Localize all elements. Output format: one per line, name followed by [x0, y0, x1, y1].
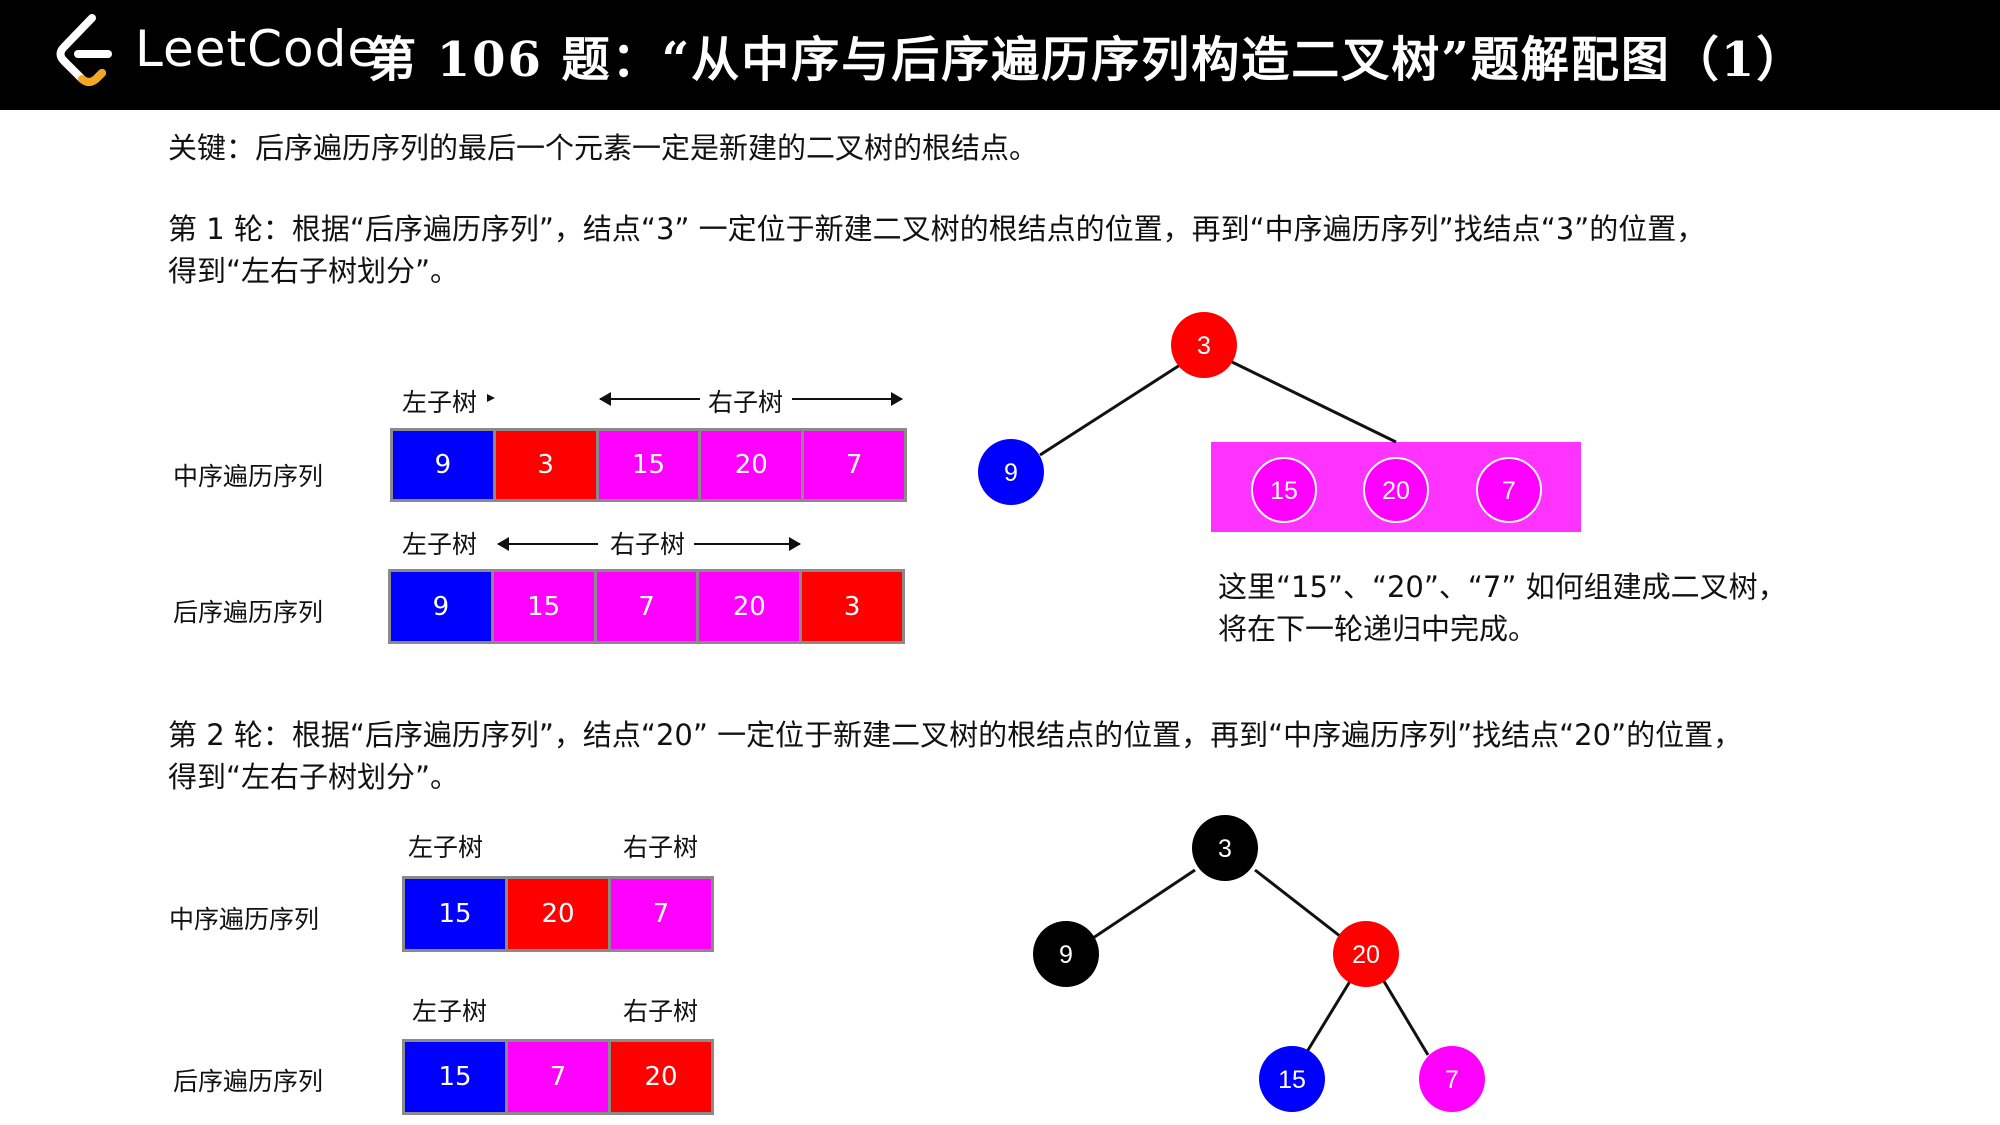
array-cell: 7: [508, 1042, 608, 1112]
r2-node-root: 3: [1192, 815, 1258, 881]
r2-node-right: 20: [1333, 921, 1399, 987]
r2-postorder-label: 后序遍历序列: [173, 1067, 324, 1096]
svg-text:3: 3: [1218, 835, 1232, 863]
r1-inorder-right-arrow-left: [599, 392, 700, 406]
r2-node-right-right: 7: [1419, 1046, 1485, 1112]
r1-pending-node: 15: [1251, 457, 1317, 523]
r1-inorder-right-arrow-right: [792, 392, 903, 406]
svg-text:20: 20: [1352, 941, 1380, 969]
array-cell: 20: [701, 431, 802, 499]
r2-postorder-right-label: 右子树: [623, 997, 699, 1026]
r1-edge-root-right: [1231, 360, 1397, 444]
r1-note-line2: 将在下一轮递归中完成。: [1218, 612, 1538, 646]
svg-text:7: 7: [1445, 1066, 1459, 1094]
r2-edge-20-15: [1303, 977, 1354, 1056]
r1-edge-root-left: [1039, 363, 1181, 457]
svg-text:9: 9: [1059, 941, 1073, 969]
leetcode-logo-icon: [56, 14, 112, 86]
page-title: 第 106 题：“从中序与后序遍历序列构造二叉树”题解配图（1）: [368, 32, 1807, 88]
r1-postorder-right-arrow-left: [497, 537, 598, 551]
array-cell: 7: [611, 879, 711, 949]
key-note: 关键：后序遍历序列的最后一个元素一定是新建的二叉树的根结点。: [168, 131, 1039, 165]
array-cell: 3: [802, 572, 902, 641]
round1-desc-line2: 得到“左右子树划分”。: [168, 254, 460, 288]
svg-text:20: 20: [1382, 477, 1410, 505]
r1-node-root: 3: [1171, 312, 1237, 378]
array-cell: 9: [391, 572, 491, 641]
array-cell: 20: [699, 572, 800, 641]
svg-text:15: 15: [1270, 477, 1298, 505]
r1-node-left: 9: [978, 439, 1044, 505]
svg-text:3: 3: [1197, 332, 1211, 360]
r2-node-right-left: 15: [1259, 1046, 1325, 1112]
r2-inorder-right-label: 右子树: [623, 833, 699, 862]
array-cell: 15: [598, 431, 699, 499]
r2-inorder-label: 中序遍历序列: [169, 905, 320, 934]
round2-description: 第 2 轮：根据“后序遍历序列”，结点“20” 一定位于新建二叉树的根结点的位置…: [168, 714, 1742, 798]
array-cell: 3: [495, 431, 596, 499]
svg-text:9: 9: [1004, 459, 1018, 487]
array-cell: 7: [804, 431, 904, 499]
r2-edge-20-7: [1380, 977, 1430, 1056]
r2-postorder-array: 15 7 20: [402, 1039, 714, 1115]
r1-postorder-right-label: 右子树: [610, 530, 686, 559]
r1-inorder-label: 中序遍历序列: [173, 462, 324, 491]
r2-inorder-array: 15 20 7: [402, 876, 714, 952]
r1-inorder-array: 9 3 15 20 7: [390, 428, 907, 502]
r2-postorder-left-label: 左子树: [412, 997, 488, 1026]
r1-postorder-label: 后序遍历序列: [173, 598, 324, 627]
array-cell: 15: [493, 572, 594, 641]
r1-inorder-left-label: 左子树: [402, 388, 478, 417]
round2-desc-line2: 得到“左右子树划分”。: [168, 760, 460, 794]
array-cell: 20: [611, 1042, 711, 1112]
brand-name: LeetCode: [135, 20, 380, 78]
r1-postorder-left-label: 左子树: [402, 530, 478, 559]
r1-inorder-right-label: 右子树: [708, 388, 784, 417]
r1-inorder-left-arrowhead: [487, 394, 495, 402]
r2-inorder-left-label: 左子树: [408, 833, 484, 862]
r1-postorder-right-arrow-right: [694, 537, 801, 551]
r2-node-left: 9: [1033, 921, 1099, 987]
array-cell: 15: [405, 879, 505, 949]
r2-edge-root-right: [1254, 868, 1346, 942]
round1-desc-line1: 第 1 轮：根据“后序遍历序列”，结点“3” 一定位于新建二叉树的根结点的位置，…: [168, 212, 1706, 246]
round1-description: 第 1 轮：根据“后序遍历序列”，结点“3” 一定位于新建二叉树的根结点的位置，…: [168, 208, 1705, 292]
r1-pending-node: 20: [1363, 457, 1429, 523]
svg-text:7: 7: [1502, 477, 1516, 505]
array-cell: 9: [393, 431, 493, 499]
array-cell: 7: [596, 572, 697, 641]
r1-postorder-array: 9 15 7 20 3: [388, 569, 905, 644]
array-cell: 15: [405, 1042, 505, 1112]
array-cell: 20: [508, 879, 608, 949]
r1-note: 这里“15”、“20”、“7” 如何组建成二叉树， 将在下一轮递归中完成。: [1218, 566, 1787, 650]
svg-text:15: 15: [1278, 1066, 1306, 1094]
r2-edge-root-left: [1089, 868, 1196, 942]
title-bar: LeetCode 第 106 题：“从中序与后序遍历序列构造二叉树”题解配图（1…: [0, 0, 2000, 110]
r1-note-line1: 这里“15”、“20”、“7” 如何组建成二叉树，: [1218, 570, 1787, 604]
round2-desc-line1: 第 2 轮：根据“后序遍历序列”，结点“20” 一定位于新建二叉树的根结点的位置…: [168, 718, 1743, 752]
r1-pending-node: 7: [1476, 457, 1542, 523]
